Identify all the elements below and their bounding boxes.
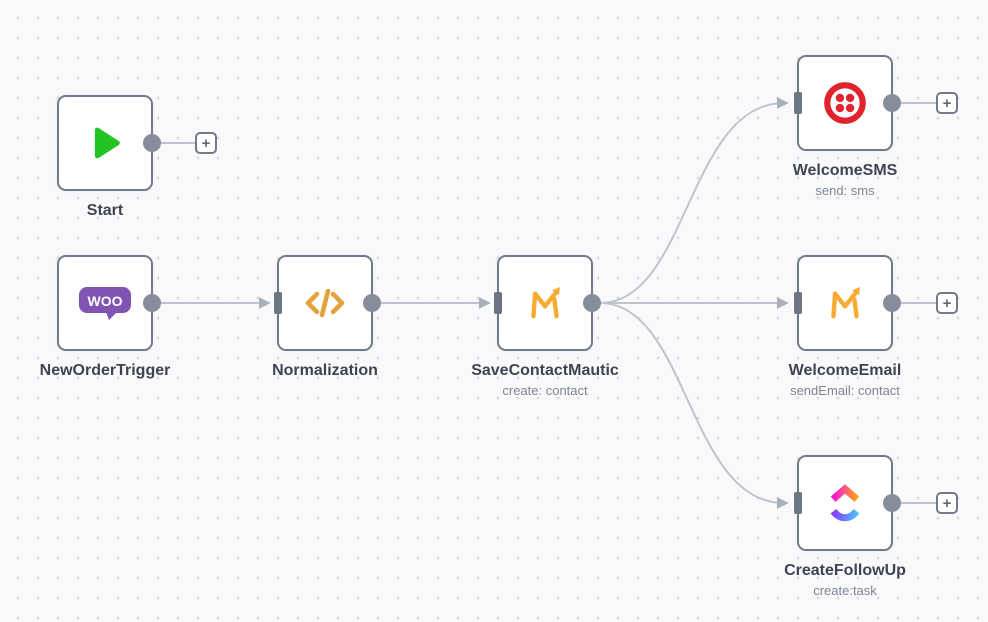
node-label: Start [86, 202, 124, 219]
input-port[interactable] [794, 292, 802, 314]
node-welcome-sms: WelcomeSMS send: sms [793, 55, 901, 198]
plus-icon: + [942, 294, 952, 312]
node-create-follow-up: CreateFollowUp create:task [784, 455, 906, 598]
node-welcome-email-card[interactable] [794, 255, 901, 351]
node-normalization-card[interactable] [274, 255, 381, 351]
node-save-contact-mautic: SaveContactMautic create: contact [471, 255, 619, 398]
plus-icon: + [942, 94, 952, 112]
input-port[interactable] [494, 292, 502, 314]
node-label: WelcomeSMS [792, 162, 898, 179]
play-icon [94, 127, 120, 159]
add-node-button-after-createfollowup[interactable]: + [936, 492, 958, 514]
node-label: NewOrderTrigger [39, 362, 171, 379]
node-label: CreateFollowUp [784, 562, 906, 579]
output-port[interactable] [883, 494, 901, 512]
add-node-button-after-start[interactable]: + [195, 132, 217, 154]
node-start: Start [57, 95, 161, 219]
output-port[interactable] [883, 94, 901, 112]
add-node-button-after-welcomesms[interactable]: + [936, 92, 958, 114]
clickup-icon [830, 484, 860, 522]
node-subtitle: send: sms [815, 183, 875, 198]
plus-icon: + [201, 134, 211, 152]
output-port[interactable] [143, 294, 161, 312]
node-welcome-email: WelcomeEmail sendEmail: contact [789, 255, 901, 398]
output-port[interactable] [883, 294, 901, 312]
node-create-follow-up-card[interactable] [794, 455, 901, 551]
mautic-icon [831, 287, 860, 319]
node-start-card[interactable] [57, 95, 161, 191]
node-label: Normalization [272, 362, 378, 379]
input-port[interactable] [794, 492, 802, 514]
output-port[interactable] [143, 134, 161, 152]
twilio-icon [824, 82, 866, 124]
mautic-icon [531, 287, 560, 319]
node-new-order-trigger-card[interactable]: WOO [57, 255, 161, 351]
woocommerce-icon: WOO [79, 287, 131, 320]
node-subtitle: sendEmail: contact [790, 383, 900, 398]
node-label: WelcomeEmail [788, 362, 902, 379]
plus-icon: + [942, 494, 952, 512]
connection-savecontact-createfollowup[interactable] [599, 302, 789, 509]
node-new-order-trigger: WOO NewOrderTrigger [40, 255, 170, 379]
node-save-contact-mautic-card[interactable] [494, 255, 601, 351]
node-label: SaveContactMautic [471, 362, 619, 379]
input-port[interactable] [794, 92, 802, 114]
connection-savecontact-welcomesms[interactable] [599, 97, 789, 304]
add-node-button-after-welcomeemail[interactable]: + [936, 292, 958, 314]
output-port[interactable] [363, 294, 381, 312]
input-port[interactable] [274, 292, 282, 314]
node-subtitle: create: contact [502, 383, 588, 398]
code-icon [305, 288, 345, 318]
woocommerce-icon-text: WOO [88, 293, 123, 309]
node-subtitle: create:task [813, 583, 877, 598]
node-normalization: Normalization [272, 255, 381, 379]
node-welcome-sms-card[interactable] [794, 55, 901, 151]
output-port[interactable] [583, 294, 601, 312]
